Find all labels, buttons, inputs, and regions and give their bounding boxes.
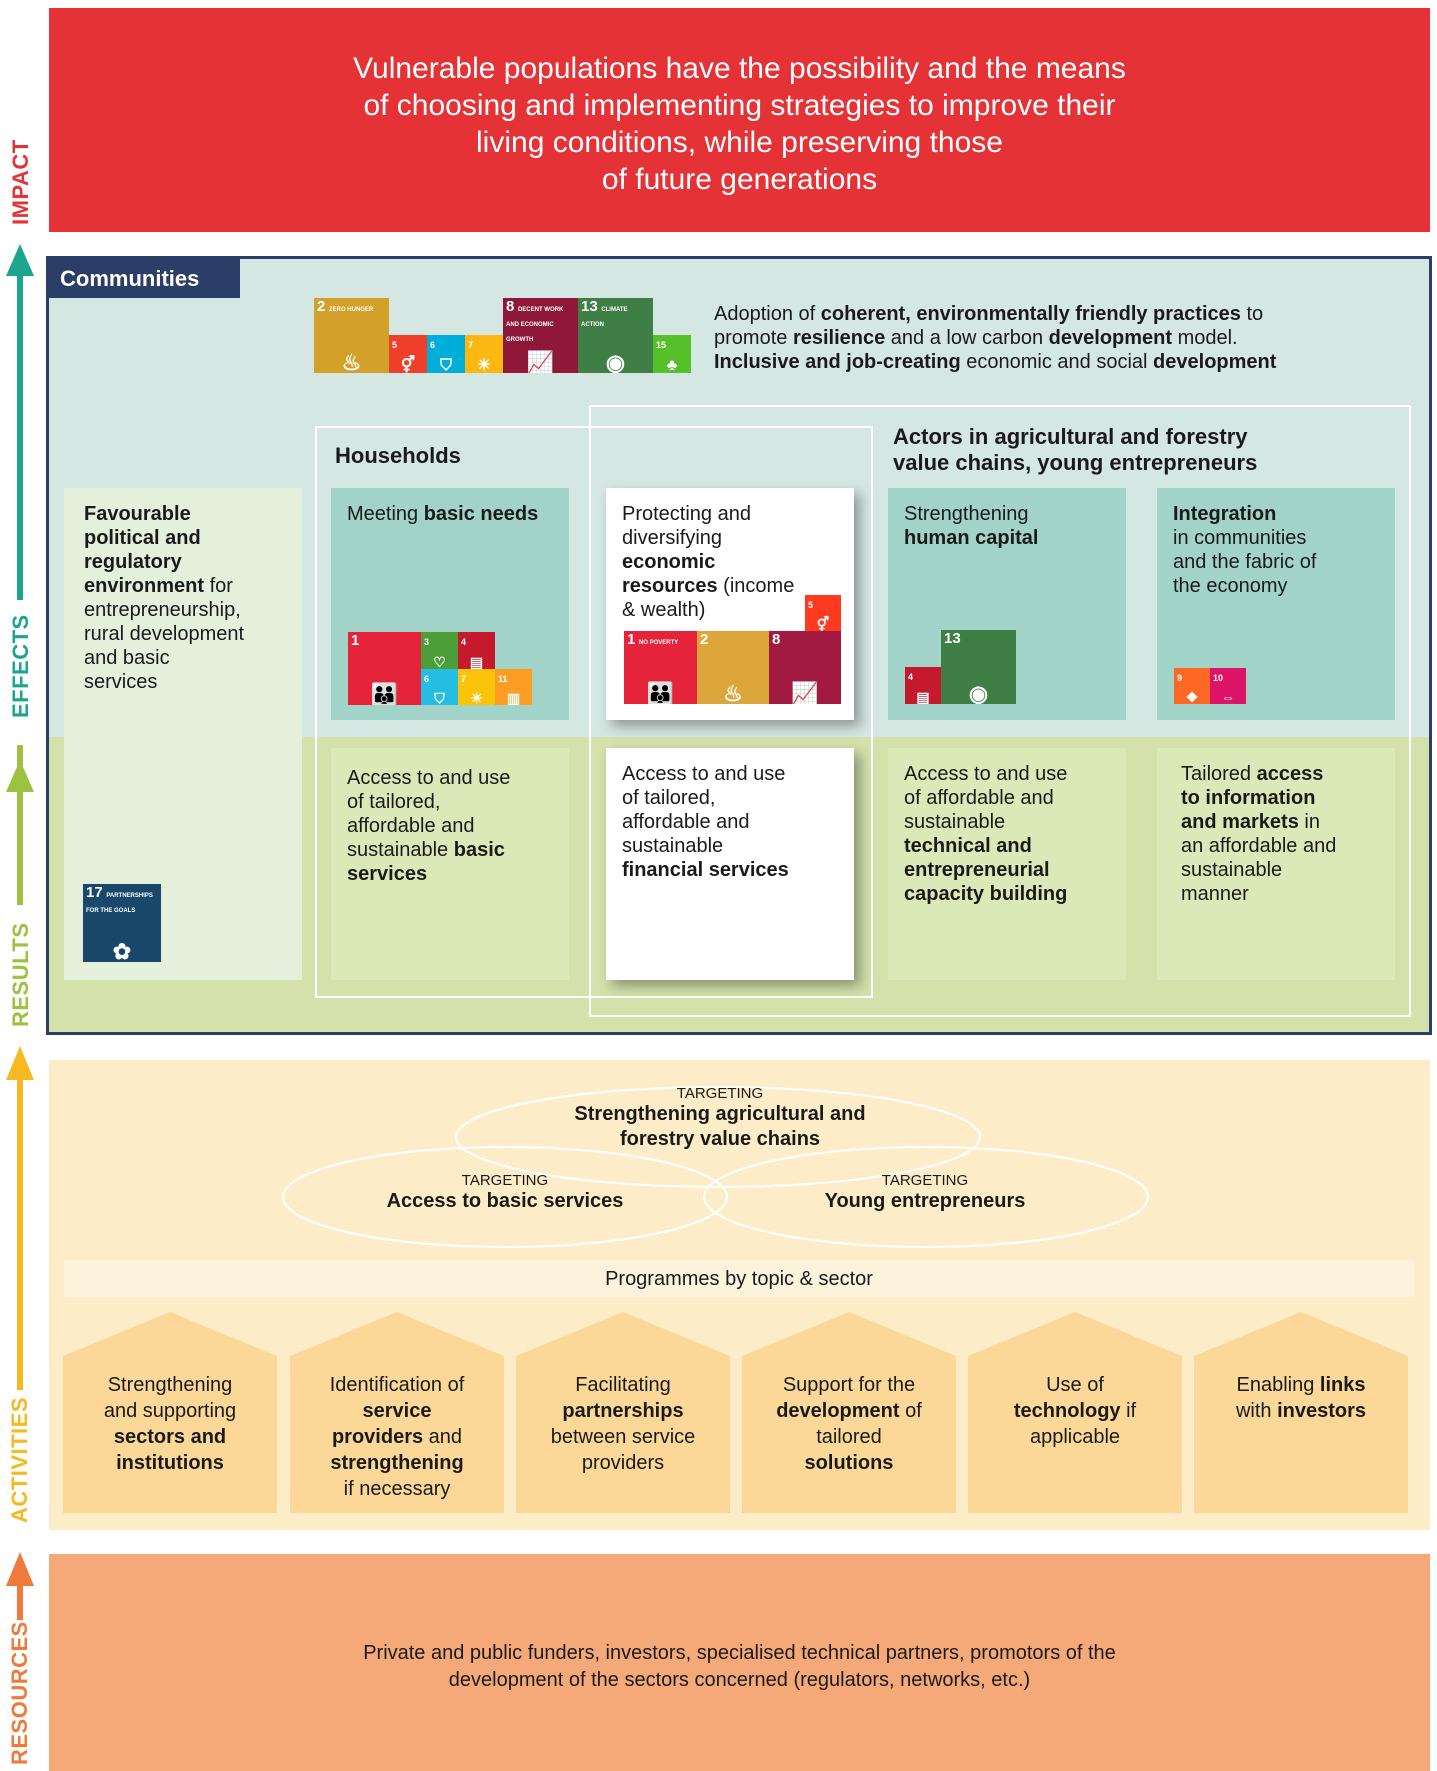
- favourable-environment: Favourable political and regulatory envi…: [64, 488, 302, 980]
- impact-line: Vulnerable populations have the possibil…: [353, 52, 1126, 85]
- sdg-4-icon: 4▤: [458, 632, 495, 669]
- sdg-10-icon: 10⇔: [1210, 668, 1246, 704]
- activity-investor-links: Enabling links with investors: [1194, 1312, 1408, 1513]
- resources-panel: Private and public funders, investors, s…: [49, 1554, 1430, 1771]
- activity-partnerships: Facilitating partnerships between servic…: [516, 1312, 730, 1513]
- targeting-ellipses: [282, 1086, 1149, 1248]
- target-basic-services: TARGETING Access to basic services: [386, 1172, 624, 1212]
- activity-sectors-institutions: Strengthening and supporting sectors and…: [63, 1312, 277, 1513]
- sdg-3-icon: 3♡: [421, 632, 458, 669]
- activity-technology: Use of technology if applicable: [968, 1312, 1182, 1513]
- sdg-7-icon: 7☀: [458, 669, 495, 705]
- communities-tab: Communities: [46, 256, 240, 298]
- activity-tailored-solutions: Support for the development of tailored …: [742, 1312, 956, 1513]
- sdg-5-icon: 5⚥: [805, 595, 841, 631]
- result-financial-services: Access to and use of tailored, affordabl…: [606, 748, 854, 980]
- effect-integration: Integration in communities and the fabri…: [1157, 488, 1395, 720]
- impact-line: of future generations: [601, 163, 878, 196]
- impact-banner: Vulnerable populations have the possibil…: [49, 8, 1430, 232]
- sdg-8-icon: 8 DECENT WORK AND ECONOMIC GROWTH 📈: [503, 298, 578, 373]
- sdg-7-icon: 7☀: [465, 335, 503, 373]
- sdg-6-icon: 6⛉: [427, 335, 465, 373]
- activities-label: ACTIVITIES: [7, 1396, 32, 1523]
- sdg-17-icon: 17 PARTNERSHIPS FOR THE GOALS ✿: [83, 884, 161, 962]
- sdg-8-icon: 8📈: [769, 631, 841, 704]
- households-outline: [315, 426, 873, 998]
- adoption-statement: Adoption of coherent, environmentally fr…: [714, 303, 1277, 373]
- sdg-11-icon: 11▥: [495, 669, 532, 705]
- sdg-2-icon: 2♨: [697, 631, 769, 704]
- result-information-markets: Tailored access to information and marke…: [1157, 748, 1395, 980]
- resources-line: Private and public funders, investors, s…: [363, 1642, 1116, 1664]
- result-basic-services: Access to and use of tailored, affordabl…: [331, 748, 569, 980]
- results-label: RESULTS: [8, 922, 33, 1027]
- sdg-1-icon: 1 NO POVERTY👪: [624, 631, 697, 704]
- sdg-6-icon: 6⛉: [421, 669, 458, 705]
- sdg-15-icon: 15♣: [653, 335, 691, 373]
- effects-label: EFFECTS: [8, 614, 33, 718]
- activity-service-providers: Identification of service providers and …: [290, 1312, 504, 1513]
- households-title: Households: [335, 443, 461, 468]
- impact-label: IMPACT: [8, 139, 33, 225]
- sdg-4-icon: 4▤: [905, 667, 941, 704]
- actors-outline: [589, 405, 1411, 1017]
- actors-title: Actors in agricultural and forestry valu…: [893, 424, 1258, 475]
- sdg-13-icon: 13 CLIMATE ACTION ◉: [578, 298, 653, 373]
- resources-label: RESOURCES: [7, 1621, 32, 1765]
- sdg-9-icon: 9❖: [1174, 668, 1210, 704]
- target-young-entrepreneurs: TARGETING Young entrepreneurs: [824, 1172, 1026, 1212]
- sdg-2-icon: 2 ZERO HUNGER ♨: [314, 298, 389, 373]
- resources-line: development of the sectors concerned (re…: [448, 1669, 1031, 1691]
- sdg-1-icon: 1👪: [348, 632, 421, 705]
- programmes-bar: Programmes by topic & sector: [64, 1260, 1414, 1297]
- impact-line: living conditions, while preserving thos…: [476, 126, 1003, 159]
- result-technical-capacity: Access to and use of affordable and sust…: [888, 748, 1126, 980]
- sdg-5-icon: 5⚥: [389, 335, 427, 373]
- impact-line: of choosing and implementing strategies …: [363, 89, 1116, 122]
- sdg-13-icon: 13◉: [941, 630, 1016, 704]
- target-value-chains: TARGETING Strengthening agricultural and…: [574, 1085, 866, 1150]
- stage-arrows: [6, 244, 34, 1620]
